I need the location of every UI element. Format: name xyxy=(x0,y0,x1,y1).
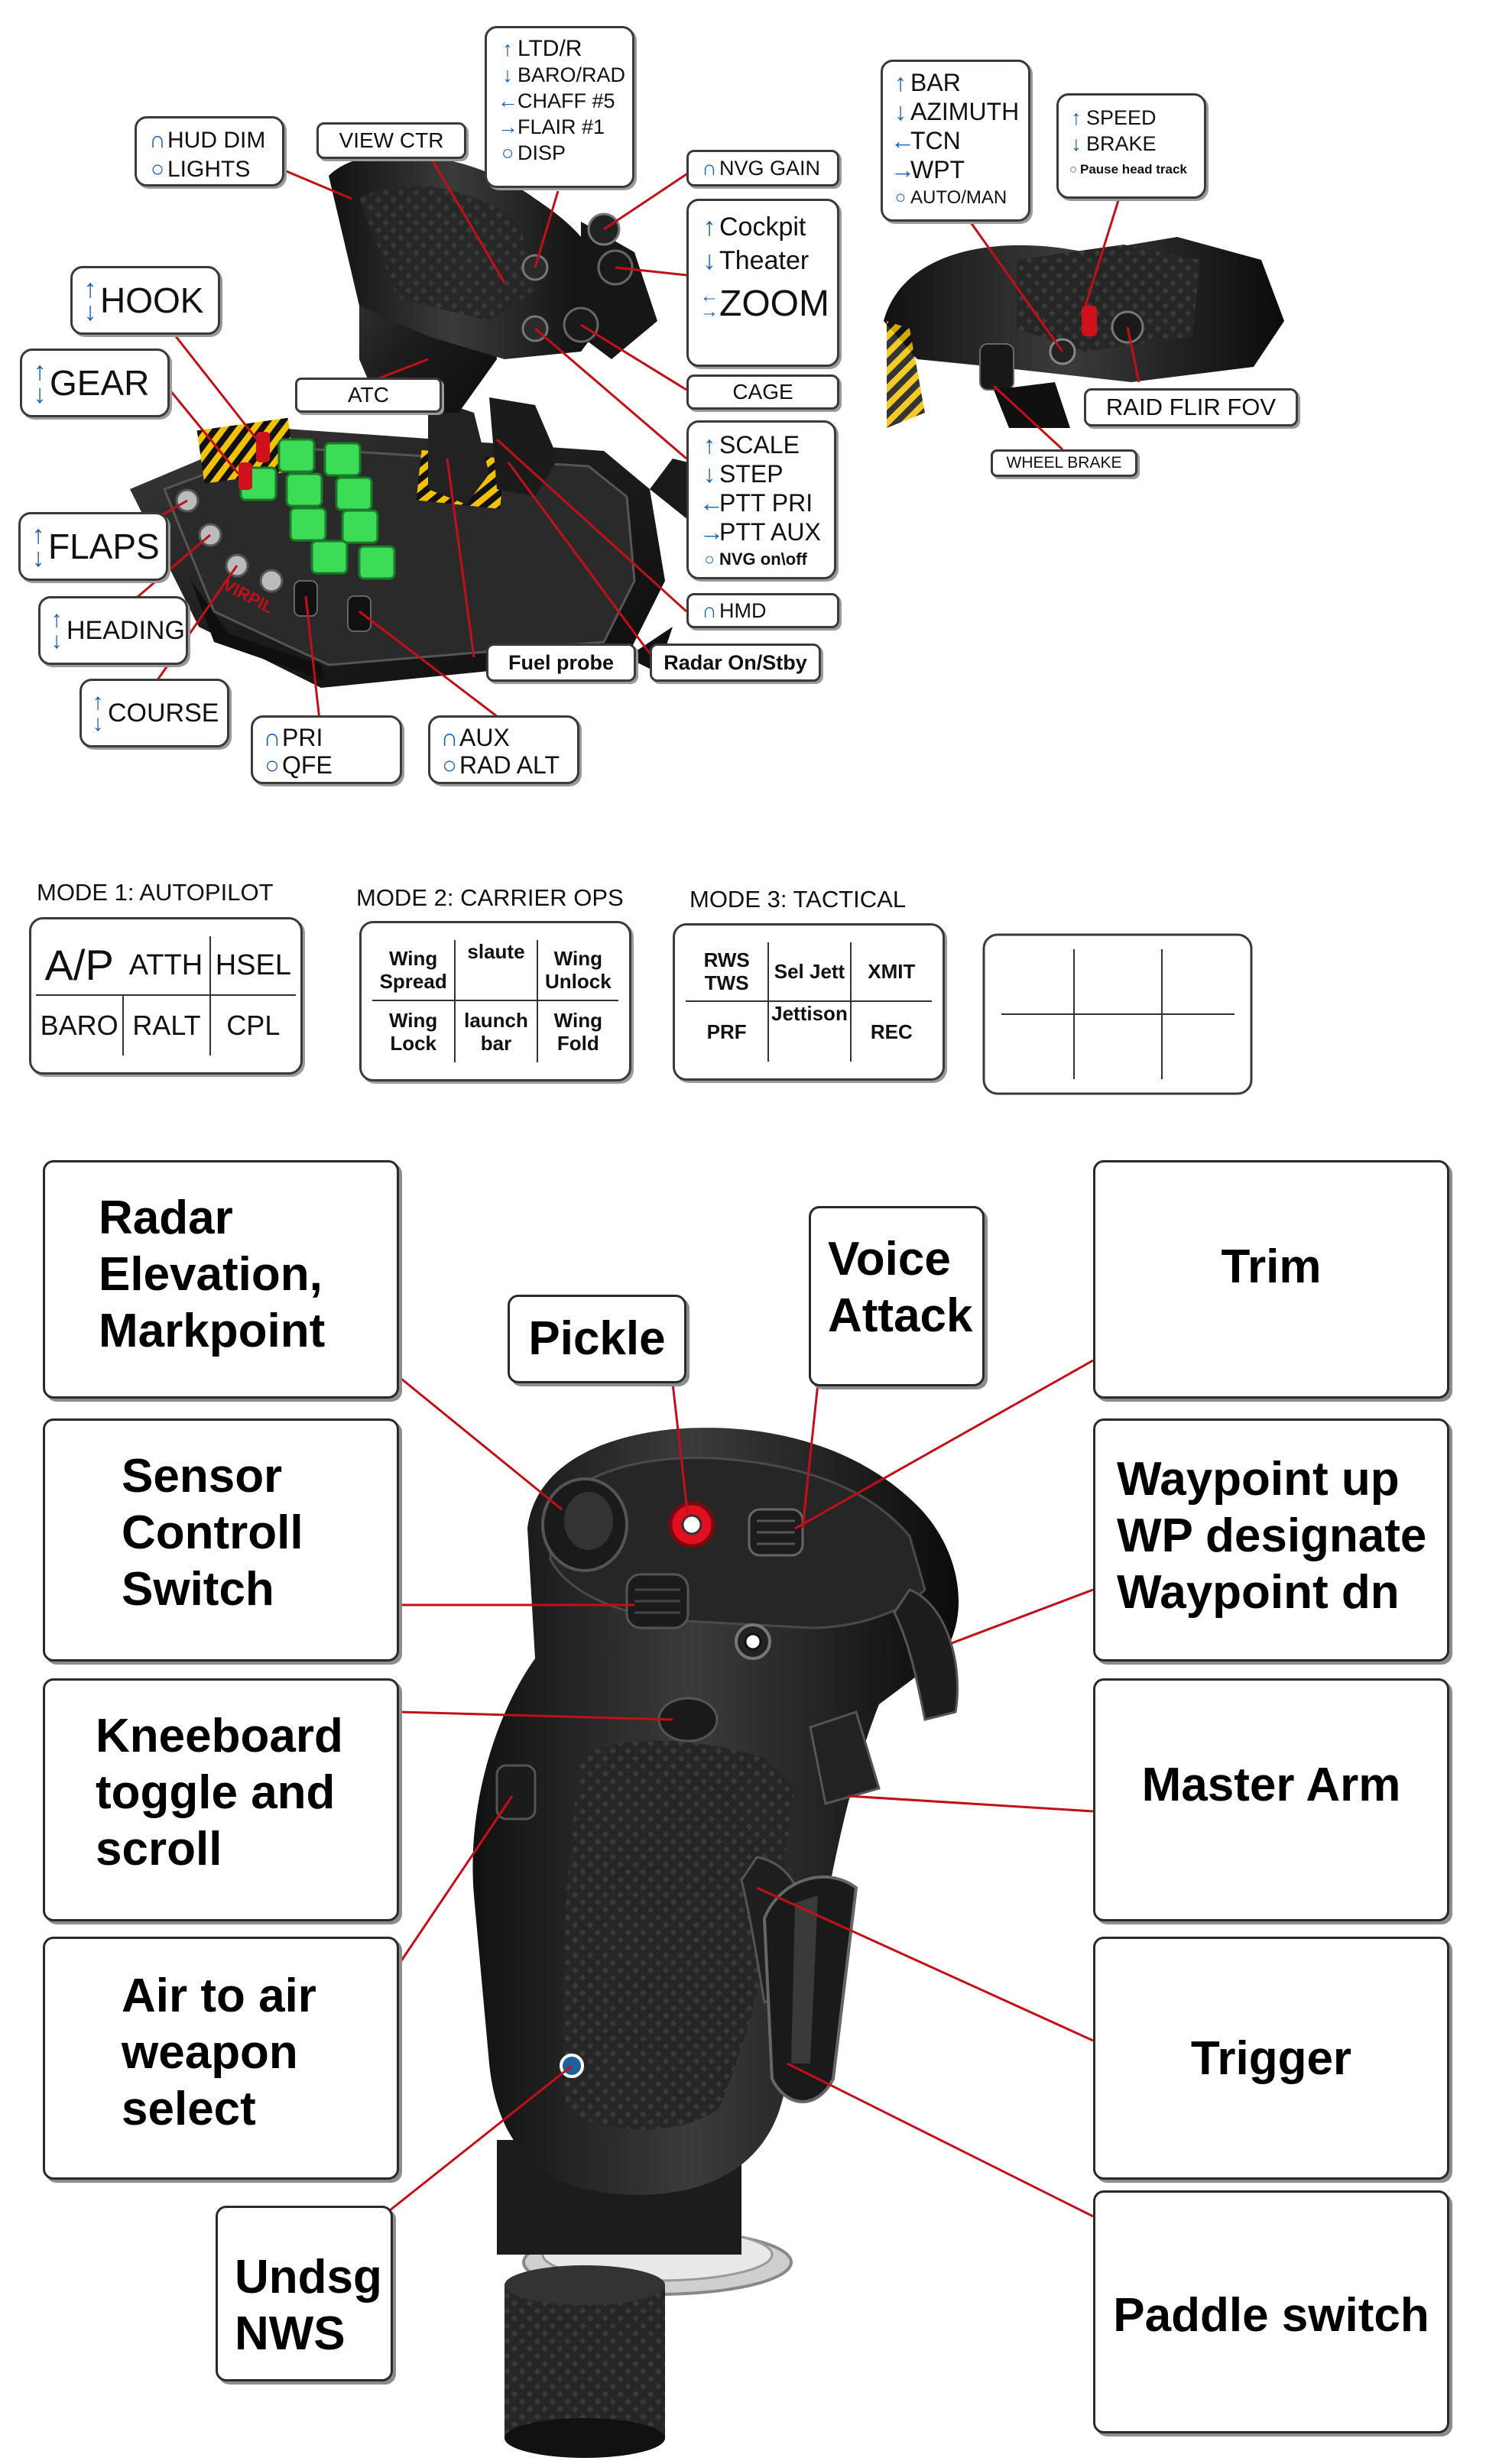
pickle-marker xyxy=(681,1514,702,1535)
push-icon: ○ xyxy=(704,550,715,569)
up-down-arrow-icon: ↑↓ xyxy=(83,274,97,326)
mode-cell: Wing Unlock xyxy=(536,940,618,1001)
sensor-control-switch-label: Sensor Controll Switch xyxy=(43,1418,399,1662)
mode-cell: Jettison xyxy=(767,1002,849,1062)
mode-cell: HSEL xyxy=(209,936,296,996)
nvg-gain-label: ∩NVG GAIN xyxy=(686,150,839,186)
mode-cell: slaute xyxy=(454,940,537,1001)
mode-cell: BARO xyxy=(40,1010,118,1041)
mode-1-title: MODE 1: AUTOPILOT xyxy=(37,879,274,906)
hmd-label: ∩HMD xyxy=(686,593,839,628)
mode-cell: Wing Spread xyxy=(372,940,455,1001)
rotary-icon: ∩ xyxy=(702,157,717,180)
course-label: ↑↓COURSE xyxy=(79,679,229,747)
radar-on-stby-label: Radar On/Stby xyxy=(650,644,821,682)
trigger-label: Trigger xyxy=(1093,1937,1449,2180)
master-arm-label: Master Arm xyxy=(1093,1678,1449,1921)
mode-cell: Wing Fold xyxy=(536,1001,618,1062)
undsg-nws-label: Undsg NWS xyxy=(216,2206,393,2381)
arrow-down-icon: ↓ xyxy=(894,98,907,125)
rotary-icon: ∩ xyxy=(702,599,717,622)
raid-flir-fov-label: RAID FLIR FOV xyxy=(1084,388,1298,426)
rotary-icon: ∩ xyxy=(149,128,166,153)
mode-cell: XMIT xyxy=(849,942,932,1002)
up-down-arrow-icon: ↑↓ xyxy=(50,607,63,653)
voice-attack-label: Voice Attack xyxy=(809,1206,985,1386)
mode-cell: PRF xyxy=(706,1020,747,1043)
cockpit-theater-zoom-label: ↑Cockpit ↓Theater ←→ZOOM xyxy=(686,199,839,367)
arrow-left-icon: ← xyxy=(891,127,915,154)
arrow-up-icon: ↑ xyxy=(1071,106,1082,129)
paddle-switch-label: Paddle switch xyxy=(1093,2190,1449,2433)
mode-cell: REC xyxy=(849,1002,932,1062)
view-ctr-label: VIEW CTR xyxy=(316,122,466,159)
arrow-up-icon: ↑ xyxy=(702,212,716,242)
mode-cell: Wing Lock xyxy=(389,1009,438,1055)
flaps-label: ↑↓FLAPS xyxy=(18,512,168,581)
mode-cell: Sel Jett xyxy=(767,942,850,1002)
mode-1-grid: A/P ATTH HSEL BARO RALT CPL xyxy=(29,917,303,1075)
zoom-arrows-icon: ←→ xyxy=(700,286,719,322)
arrow-down-icon: ↓ xyxy=(502,63,513,86)
rotary-icon: ∩ xyxy=(440,724,459,751)
push-icon: ○ xyxy=(264,751,280,779)
wheel-brake-label: WHEEL BRAKE xyxy=(991,449,1137,477)
arrow-down-icon: ↓ xyxy=(703,460,715,488)
push-icon: ○ xyxy=(1069,162,1078,177)
arrow-right-icon: → xyxy=(699,518,724,546)
push-icon: ○ xyxy=(442,751,457,779)
aux-rad-alt-label: ∩AUX ○RAD ALT xyxy=(428,715,579,784)
arrow-left-icon: ← xyxy=(699,489,724,517)
mode-4-empty-grid xyxy=(982,933,1253,1095)
trim-label: Trim xyxy=(1093,1160,1449,1399)
push-icon: ○ xyxy=(150,157,165,182)
up-down-arrow-icon: ↑↓ xyxy=(31,520,45,572)
pri-qfe-label: ∩PRI ○QFE xyxy=(251,715,402,784)
arrow-down-icon: ↓ xyxy=(702,246,716,275)
green-button-matrix xyxy=(239,438,396,580)
atc-label: ATC xyxy=(295,378,442,413)
air-to-air-weapon-select-label: Air to air weapon select xyxy=(43,1937,399,2180)
mode-cell: RALT xyxy=(122,996,209,1055)
push-icon: ○ xyxy=(894,187,907,208)
arrow-right-icon: → xyxy=(498,115,518,138)
mode-cell: CPL xyxy=(209,996,296,1055)
kneeboard-toggle-scroll-label: Kneeboard toggle and scroll xyxy=(43,1678,399,1921)
leader-lines xyxy=(106,152,1140,2218)
speed-brake-label: ↑SPEED ↓BRAKE ○Pause head track xyxy=(1056,93,1206,199)
arrow-up-icon: ↑ xyxy=(894,69,907,96)
waypoint-designate-label: Waypoint up WP designate Waypoint dn xyxy=(1093,1418,1449,1662)
mode-3-title: MODE 3: TACTICAL xyxy=(689,886,907,913)
scale-step-ptt-label: ↑SCALE ↓STEP ←PTT PRI →PTT AUX ○NVG on\o… xyxy=(686,420,836,579)
up-down-arrow-icon: ↑↓ xyxy=(33,357,47,409)
ltd-r-label: ↑LTD/R ↓BARO/RAD ←CHAFF #5 →FLAIR #1 ○DI… xyxy=(485,26,634,188)
bar-azimuth-label: ↑BAR ↓AZIMUTH ←TCN →WPT ○AUTO/MAN xyxy=(881,60,1030,222)
gear-label: ↑↓GEAR xyxy=(20,349,170,417)
rotary-icon: ∩ xyxy=(263,724,281,751)
arrow-left-icon: ← xyxy=(498,89,518,112)
arrow-down-icon: ↓ xyxy=(1071,132,1082,155)
mode-cell: A/P xyxy=(36,936,123,996)
joystick-illustration xyxy=(472,1428,959,2458)
push-icon: ○ xyxy=(501,141,514,164)
radar-elevation-markpoint-label: Radar Elevation, Markpoint xyxy=(43,1160,399,1399)
arrow-up-icon: ↑ xyxy=(502,37,513,60)
arrow-up-icon: ↑ xyxy=(703,431,715,459)
mode-cell: launch bar xyxy=(454,1001,536,1062)
mode-2-title: MODE 2: CARRIER OPS xyxy=(356,884,624,911)
mode-cell: RWS TWS xyxy=(686,942,768,1002)
mode-cell: ATTH xyxy=(122,936,209,996)
cage-label: CAGE xyxy=(686,374,839,410)
hook-label: ↑↓HOOK xyxy=(70,266,220,335)
hud-dim-lights-label: ∩HUD DIM ○LIGHTS xyxy=(135,116,284,186)
up-down-arrow-icon: ↑↓ xyxy=(92,689,104,736)
heading-label: ↑↓HEADING xyxy=(38,596,188,665)
fuel-probe-label: Fuel probe xyxy=(486,644,636,682)
mode-2-grid: Wing Spread slaute Wing Unlock Wing Lock… xyxy=(359,921,631,1081)
mode-3-grid: RWS TWS Sel Jett XMIT PRF Jettison REC xyxy=(673,923,945,1081)
arrow-right-icon: → xyxy=(891,156,915,183)
pickle-label: Pickle xyxy=(508,1295,686,1383)
